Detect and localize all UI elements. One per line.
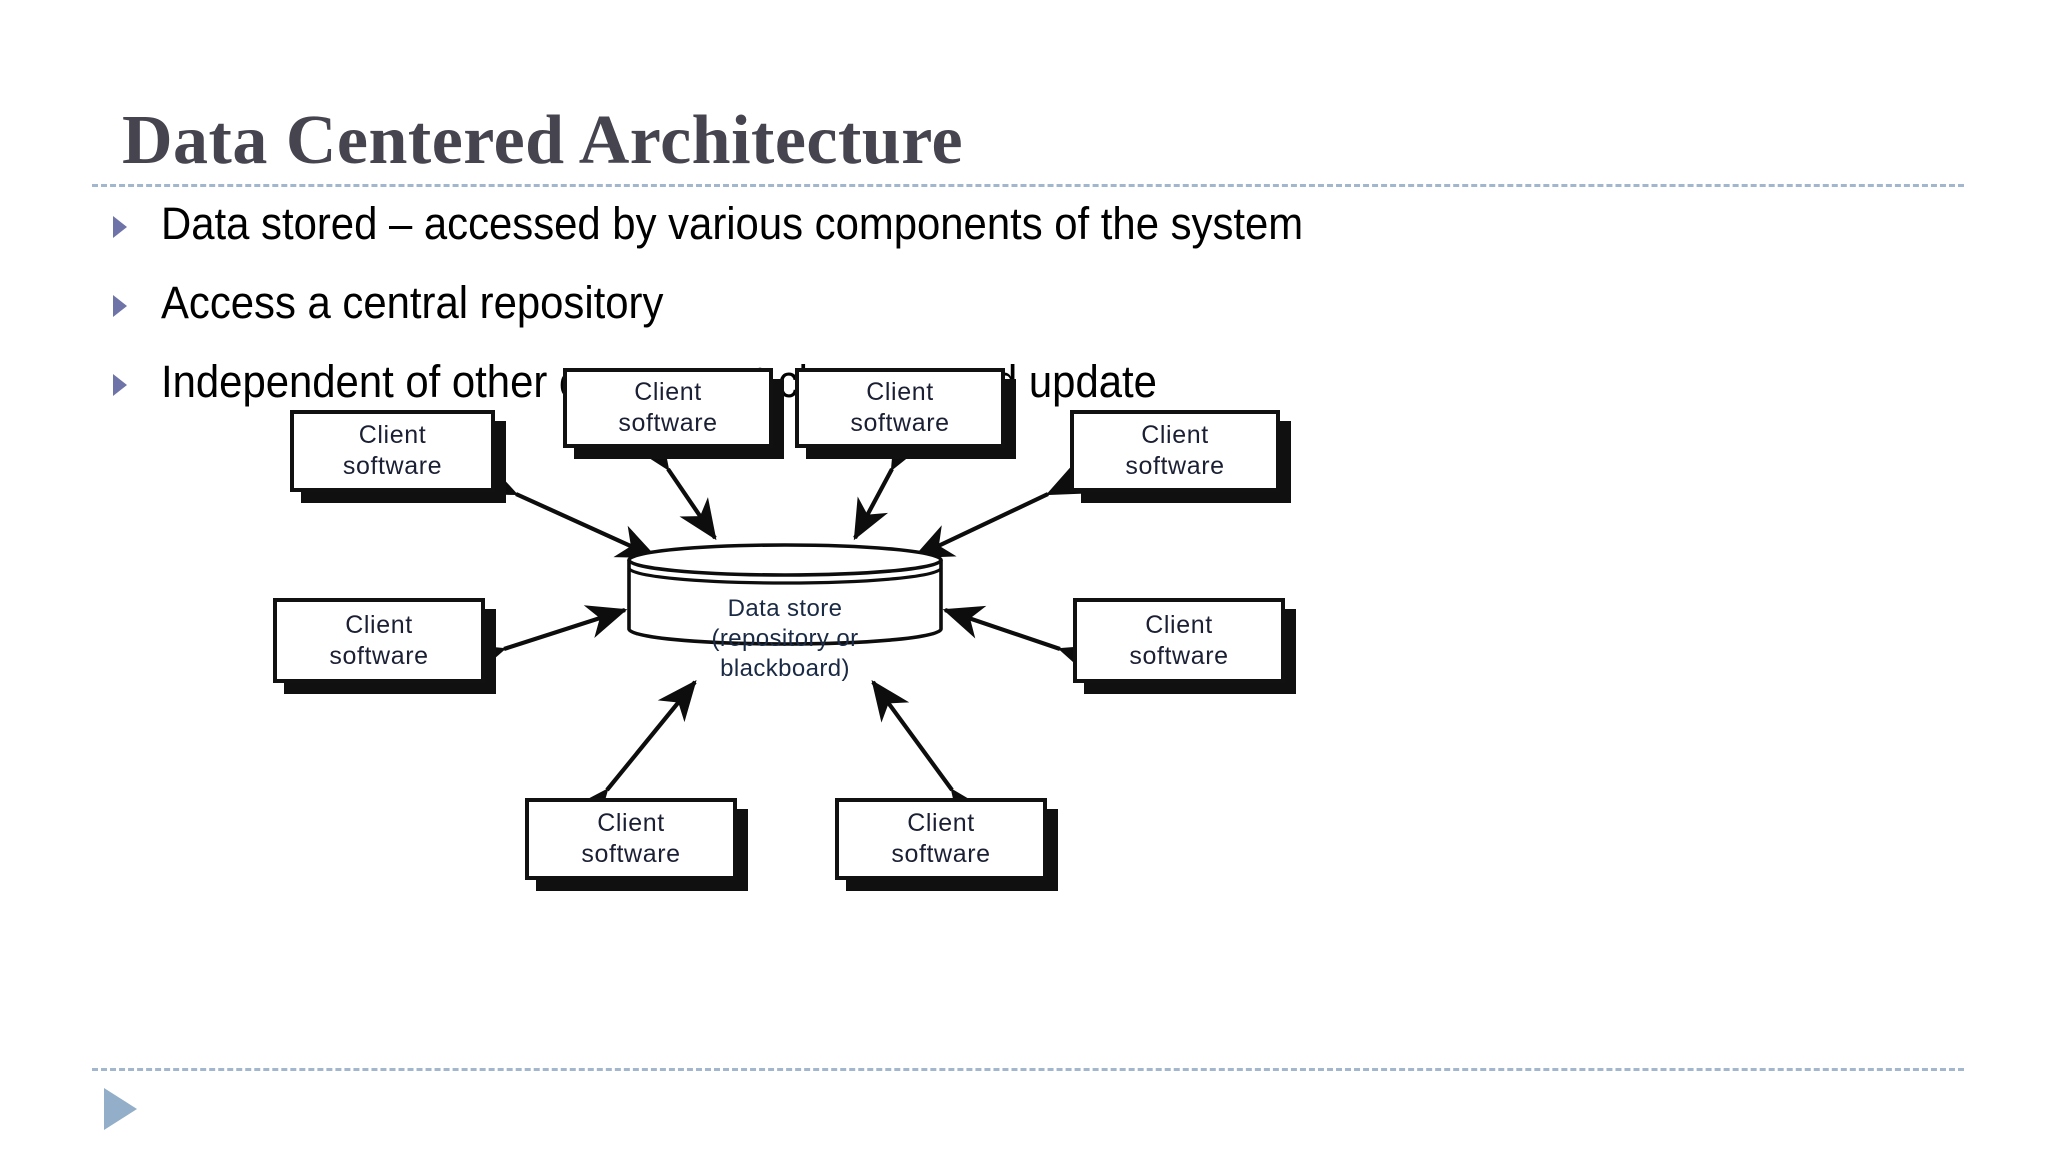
client-software-box: Client software — [1073, 598, 1285, 683]
client-software-box: Client software — [835, 798, 1047, 880]
page-title: Data Centered Architecture — [122, 101, 964, 179]
list-item: Access a central repository — [112, 275, 1712, 354]
diagram-arrows — [462, 427, 1102, 831]
list-item: Data stored – accessed by various compon… — [112, 196, 1712, 275]
node-label-line1: Client — [866, 378, 934, 406]
node-label-line1: Client — [345, 610, 413, 639]
bullet-triangle-icon — [112, 216, 128, 238]
client-software-box: Client software — [290, 410, 495, 492]
bullet-text: Access a central repository — [161, 277, 664, 328]
bullet-text: Data stored – accessed by various compon… — [161, 198, 1304, 249]
data-centered-architecture-diagram: Client software Client software Client s… — [155, 368, 1900, 1060]
bullet-triangle-icon — [112, 295, 128, 317]
node-label-line1: Client — [597, 809, 665, 837]
title-divider — [92, 184, 1964, 187]
data-store-cylinder: Data store (repository or blackboard) — [625, 542, 945, 682]
node-label-line2: software — [618, 409, 718, 437]
node-label-line1: Client — [1145, 610, 1213, 639]
node-label-line1: Client — [907, 809, 975, 837]
node-label-line2: software — [329, 641, 429, 670]
client-software-box: Client software — [563, 368, 773, 448]
node-label-line2: software — [342, 452, 443, 480]
node-label-line1: Client — [358, 421, 427, 449]
diagram-canvas: Client software Client software Client s… — [155, 368, 1900, 1060]
node-label-line1: Client — [1141, 421, 1209, 449]
node-label-line2: software — [850, 409, 950, 437]
node-label-line1: Client — [634, 378, 702, 406]
client-software-box: Client software — [1070, 410, 1280, 492]
node-label-line2: software — [581, 840, 681, 868]
footer-divider — [92, 1068, 1964, 1071]
node-label-line2: software — [1129, 641, 1229, 670]
client-software-box: Client software — [273, 598, 485, 683]
client-software-box: Client software — [525, 798, 737, 880]
play-triangle-icon[interactable] — [104, 1088, 137, 1130]
node-label-line2: software — [891, 840, 991, 868]
bullet-triangle-icon — [112, 374, 128, 396]
node-label-line2: software — [1125, 452, 1225, 480]
cylinder-shape — [627, 543, 943, 646]
client-software-box: Client software — [795, 368, 1005, 448]
